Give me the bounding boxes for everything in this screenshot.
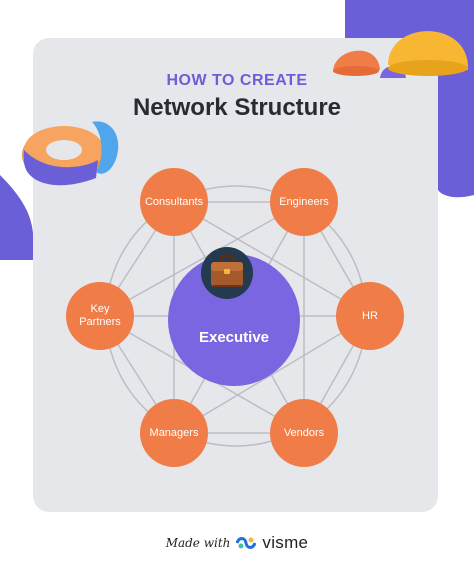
connector-hr-managers [173,315,371,434]
connector-partners-engineers [99,201,305,317]
node-hr: HR [336,282,404,350]
node-key-partners: Key Partners [66,282,134,350]
node-engineers: Engineers [270,168,338,236]
diagram-subtitle: HOW TO CREATE [166,72,308,89]
node-consultants: Consultants [140,168,208,236]
footer: Made with visme [0,531,474,555]
donut-shape-icon [22,121,119,186]
brand-name: visme [262,533,309,552]
node-vendors: Vendors [270,399,338,467]
diagram-title: Network Structure [132,94,342,121]
node-label: Managers [149,426,199,439]
made-with-text: Made with [165,536,231,550]
purple-blob-left [0,175,34,260]
node-label: HR [362,309,378,322]
node-executive-label: Executive [198,329,270,346]
node-label: Engineers [279,195,329,208]
visme-logo-icon [236,537,257,549]
briefcase-icon [201,247,253,299]
half-dome-shapes-icon [333,31,469,78]
node-label: Consultants [144,195,204,208]
connector-hr-consultants [173,201,371,317]
node-label: Key Partners [79,303,121,328]
node-label: Vendors [283,426,325,439]
node-managers: Managers [140,399,208,467]
